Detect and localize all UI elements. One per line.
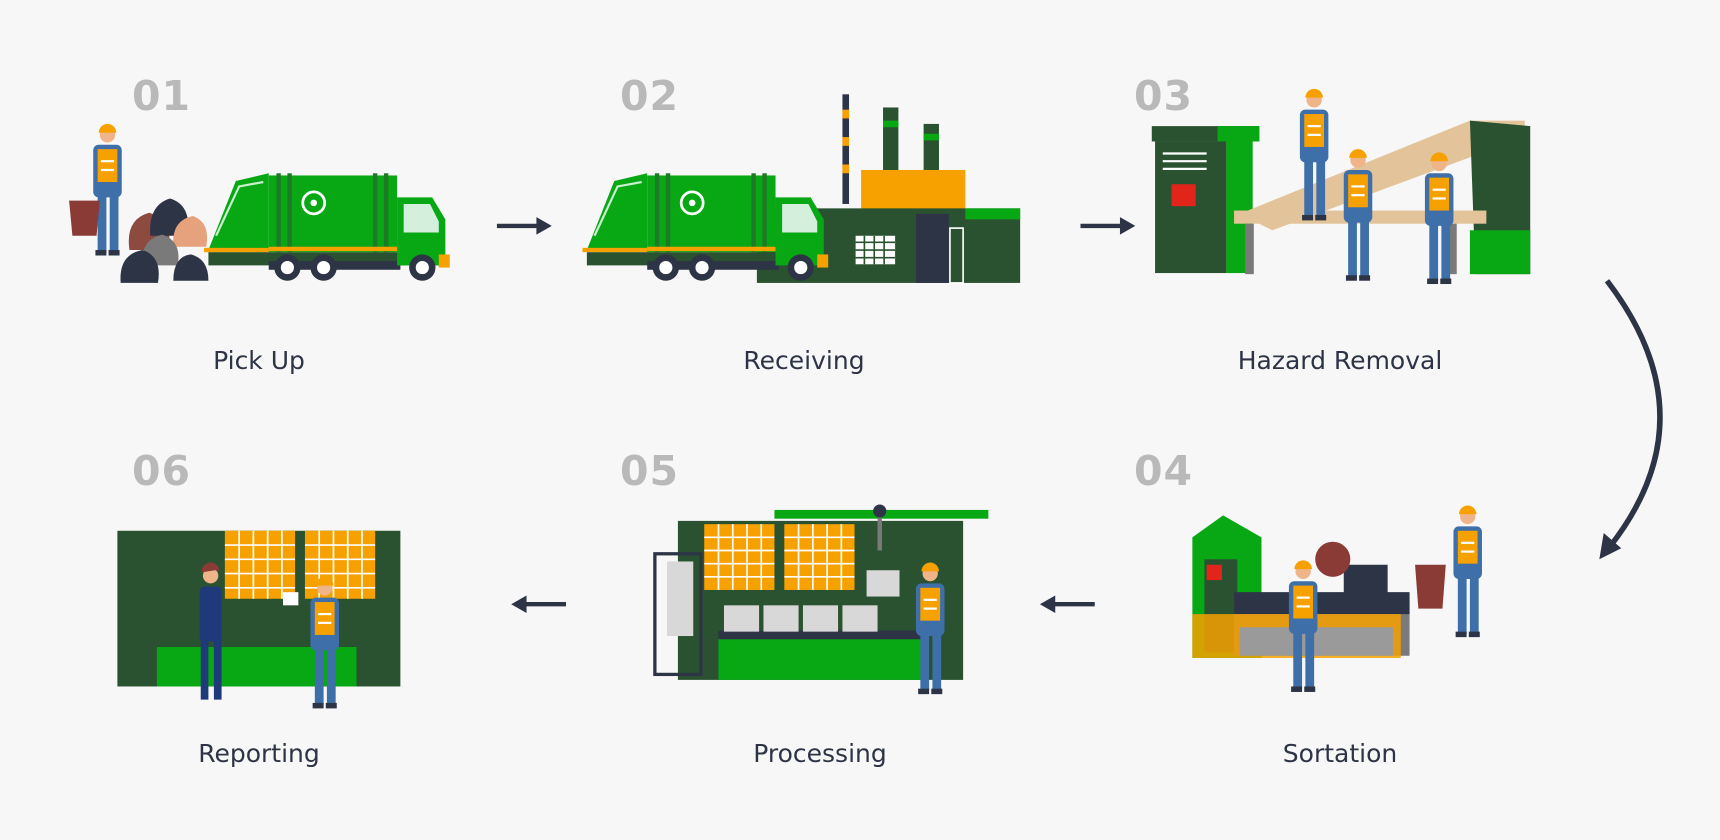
step-label-pick-up: Pick Up: [213, 346, 305, 375]
curved-arrow-down-icon: [1599, 279, 1663, 560]
step-label-reporting: Reporting: [198, 739, 320, 768]
step-number-3: 03: [1134, 72, 1194, 120]
processing-illustration: [653, 504, 989, 695]
sortation-illustration: [1192, 505, 1482, 692]
pickup-illustration: [69, 123, 452, 283]
arrow-left-icon: [511, 595, 567, 614]
arrow-right-icon: [496, 217, 552, 235]
step-label-sortation: Sortation: [1282, 739, 1398, 768]
receiving-illustration: [581, 94, 1021, 284]
reporting-illustration: [117, 530, 401, 709]
step-number-2: 02: [620, 72, 680, 120]
step-label-receiving: Receiving: [743, 346, 865, 375]
arrow-right-icon: [1080, 217, 1136, 235]
step-number-4: 04: [1134, 447, 1194, 495]
arrow-left-icon: [1039, 595, 1095, 614]
step-number-6: 06: [132, 447, 192, 495]
step-number-1: 01: [132, 72, 192, 120]
step-number-5: 05: [620, 447, 680, 495]
step-label-processing: Processing: [753, 739, 887, 768]
step-label-hazard-removal: Hazard Removal: [1237, 346, 1443, 375]
hazard-removal-illustration: [1151, 88, 1531, 285]
